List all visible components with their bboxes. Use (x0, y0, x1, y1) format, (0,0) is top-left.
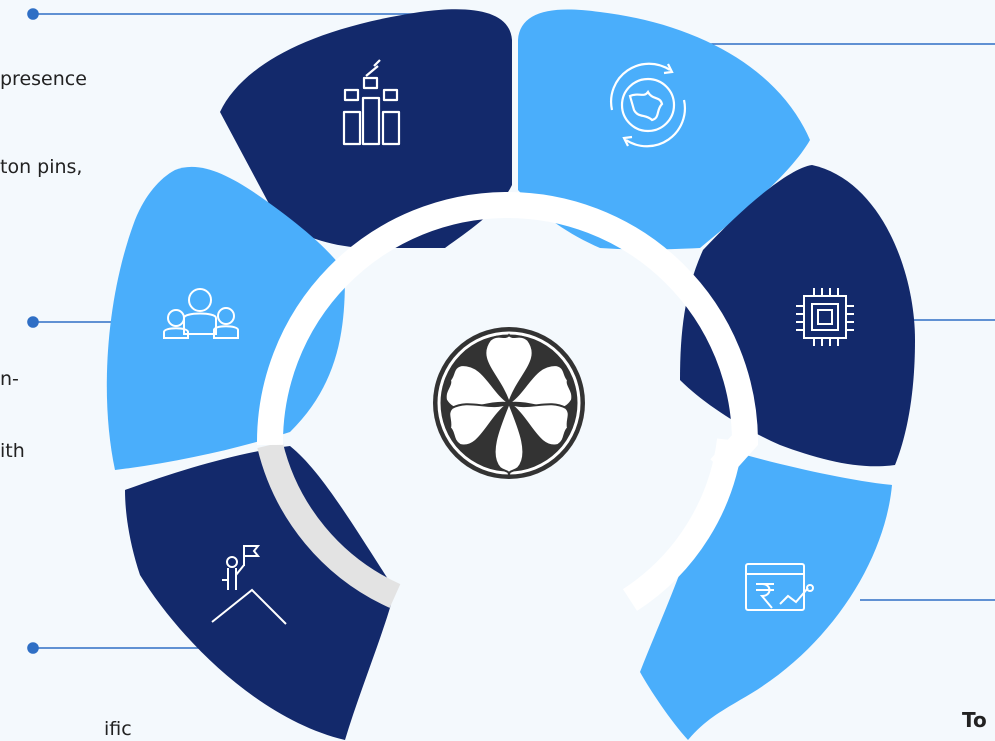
segment-top-left (220, 9, 512, 248)
bottom-partial-text: ific (104, 718, 132, 740)
inner-ring (256, 192, 759, 611)
team-people-icon (163, 288, 239, 339)
raised-fists-podium-icon (342, 59, 401, 146)
segment-bottom-left (125, 446, 395, 740)
left-text-line-2: ton pins, (0, 156, 83, 178)
microchip-icon (796, 288, 854, 346)
left-text-line-4: ith (0, 440, 25, 462)
rupee-chart-icon (745, 563, 814, 611)
left-text-line-1: presence (0, 68, 87, 90)
center-logo (433, 327, 585, 479)
summit-flag-icon (211, 545, 287, 625)
segment-bottom-right (640, 448, 892, 740)
segment-top-right (518, 9, 810, 250)
globe-cycle-icon (610, 62, 686, 148)
bottom-right-heading: To (962, 708, 987, 732)
connector-lines (27, 8, 995, 654)
left-text-line-3: n- (0, 368, 19, 390)
